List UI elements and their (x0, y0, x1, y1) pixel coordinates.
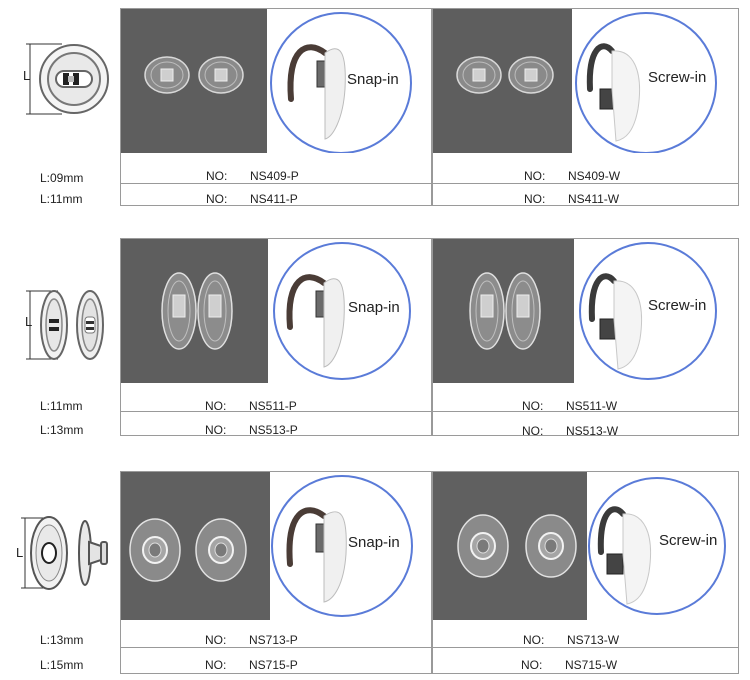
product-card-snap-in (120, 471, 432, 674)
nosepad-photo (121, 9, 267, 153)
model-number: NS715-P (249, 658, 298, 672)
oval-nosepad-diagram (26, 290, 104, 360)
dimension-label: L (16, 545, 24, 560)
model-number: NS409-W (568, 169, 621, 183)
round-nosepad-diagram (26, 43, 109, 115)
snap-in-arm-image (273, 242, 411, 380)
dimension-label: L (25, 314, 33, 329)
no-label: NO: (205, 423, 227, 437)
no-label: NO: (206, 169, 228, 183)
length-label: L:09mm (40, 171, 84, 185)
table-divider (432, 383, 433, 436)
dimension-label: L (23, 68, 31, 83)
nosepad-photo (433, 472, 587, 620)
type-label: Snap-in (347, 71, 399, 88)
screw-in-variant: Screw-in (574, 239, 738, 383)
nosepad-pair-image (457, 514, 577, 578)
model-number: NS513-P (249, 423, 298, 437)
product-card-screw-in (432, 471, 739, 674)
type-label: Screw-in (659, 532, 718, 549)
length-label: L:11mm (40, 399, 83, 413)
table-divider (120, 411, 739, 412)
table-divider (120, 647, 739, 648)
no-label: NO: (521, 658, 543, 672)
snap-in-arm-image (271, 475, 413, 617)
type-label: Screw-in (648, 297, 707, 314)
no-label: NO: (205, 399, 227, 413)
nosepad-pair-image (144, 56, 244, 94)
length-label: L:13mm (40, 633, 84, 647)
nosepad-pair-image (161, 272, 233, 350)
model-number: NS511-P (249, 399, 297, 413)
no-label: NO: (205, 658, 227, 672)
model-number: NS411-P (250, 192, 298, 206)
no-label: NO: (523, 633, 545, 647)
snap-in-variant: Snap-in (267, 9, 431, 154)
product-card-screw-in (432, 238, 739, 436)
push-in-nosepad-diagram (21, 516, 108, 590)
no-label: NO: (524, 192, 546, 206)
model-number: NS713-W (567, 633, 620, 647)
nosepad-photo (121, 472, 270, 620)
nosepad-pair-image (456, 56, 554, 94)
screw-in-variant: Screw-in (587, 472, 738, 620)
model-number: NS713-P (249, 633, 298, 647)
product-card-snap-in (120, 238, 432, 436)
model-number: NS411-W (568, 192, 620, 206)
no-label: NO: (524, 169, 546, 183)
model-number: NS513-W (566, 424, 619, 438)
nosepad-pair-image (129, 518, 247, 582)
table-divider (432, 153, 433, 206)
no-label: NO: (205, 633, 227, 647)
no-label: NO: (522, 424, 544, 438)
model-number: NS409-P (250, 169, 299, 183)
product-card-snap-in (120, 8, 432, 206)
snap-in-variant: Snap-in (268, 239, 431, 383)
length-label: L:15mm (40, 658, 84, 672)
length-label: L:13mm (40, 423, 84, 437)
screw-in-arm-image (579, 242, 717, 380)
nosepad-photo (433, 9, 572, 153)
screw-in-arm-image (588, 477, 726, 615)
no-label: NO: (522, 399, 544, 413)
nosepad-photo (121, 239, 268, 383)
type-label: Snap-in (348, 534, 400, 551)
table-divider (120, 183, 739, 184)
model-number: NS715-W (565, 658, 618, 672)
type-label: Screw-in (648, 69, 707, 86)
nosepad-photo (433, 239, 574, 383)
no-label: NO: (206, 192, 228, 206)
snap-in-arm-image (270, 12, 412, 154)
nosepad-pair-image (469, 272, 541, 350)
table-divider (432, 620, 433, 674)
product-card-screw-in (432, 8, 739, 206)
model-number: NS511-W (566, 399, 618, 413)
screw-in-variant: Screw-in (572, 9, 738, 154)
type-label: Snap-in (348, 299, 400, 316)
snap-in-variant: Snap-in (270, 472, 431, 620)
length-label: L:11mm (40, 192, 83, 206)
